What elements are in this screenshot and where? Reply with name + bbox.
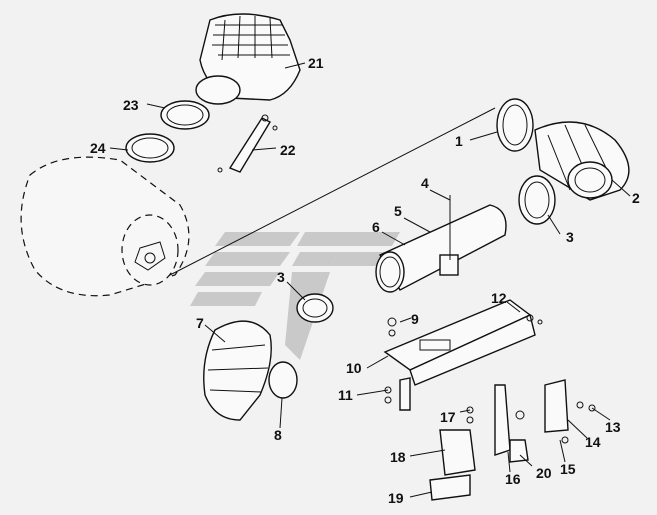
callout-2: 2 bbox=[632, 190, 640, 206]
callout-24: 24 bbox=[90, 140, 106, 156]
callout-18: 18 bbox=[390, 449, 406, 465]
callout-13: 13 bbox=[605, 419, 621, 435]
callout-17: 17 bbox=[440, 409, 456, 425]
clamp-1 bbox=[496, 98, 534, 152]
callout-8: 8 bbox=[274, 427, 282, 443]
callout-23: 23 bbox=[123, 97, 139, 113]
bracket-22 bbox=[217, 114, 278, 173]
callout-11: 11 bbox=[338, 387, 353, 403]
clamp-24 bbox=[125, 133, 175, 163]
mount-bracket bbox=[383, 299, 569, 501]
callout-19: 19 bbox=[388, 490, 404, 506]
guide-line bbox=[169, 107, 496, 276]
callout-numbers: 1 2 3 3 4 5 6 7 8 9 10 11 12 13 14 15 16… bbox=[90, 55, 640, 506]
callout-16: 16 bbox=[505, 471, 521, 487]
callout-6: 6 bbox=[372, 219, 380, 235]
central-pipe bbox=[375, 195, 507, 293]
callout-7: 7 bbox=[196, 315, 204, 331]
callout-3-right: 3 bbox=[566, 229, 574, 245]
callout-12: 12 bbox=[491, 290, 507, 306]
callout-21: 21 bbox=[308, 55, 324, 71]
clamp-3-right bbox=[518, 175, 556, 225]
fasteners bbox=[384, 314, 596, 444]
clamp-23 bbox=[160, 100, 210, 130]
callout-20: 20 bbox=[536, 465, 552, 481]
callout-9: 9 bbox=[411, 311, 419, 327]
lower-elbow bbox=[203, 320, 298, 421]
callout-1: 1 bbox=[455, 133, 463, 149]
callout-22: 22 bbox=[280, 142, 296, 158]
engine-outline bbox=[20, 156, 190, 297]
callout-10: 10 bbox=[346, 360, 362, 376]
top-intake-elbow bbox=[195, 13, 301, 105]
right-elbow bbox=[534, 121, 630, 201]
callout-3-left: 3 bbox=[277, 269, 285, 285]
callout-5: 5 bbox=[394, 203, 402, 219]
callout-4: 4 bbox=[421, 175, 429, 191]
callout-15: 15 bbox=[560, 461, 576, 477]
clamp-3-left bbox=[296, 293, 334, 323]
callout-14: 14 bbox=[585, 434, 601, 450]
leader-lines bbox=[109, 62, 631, 498]
